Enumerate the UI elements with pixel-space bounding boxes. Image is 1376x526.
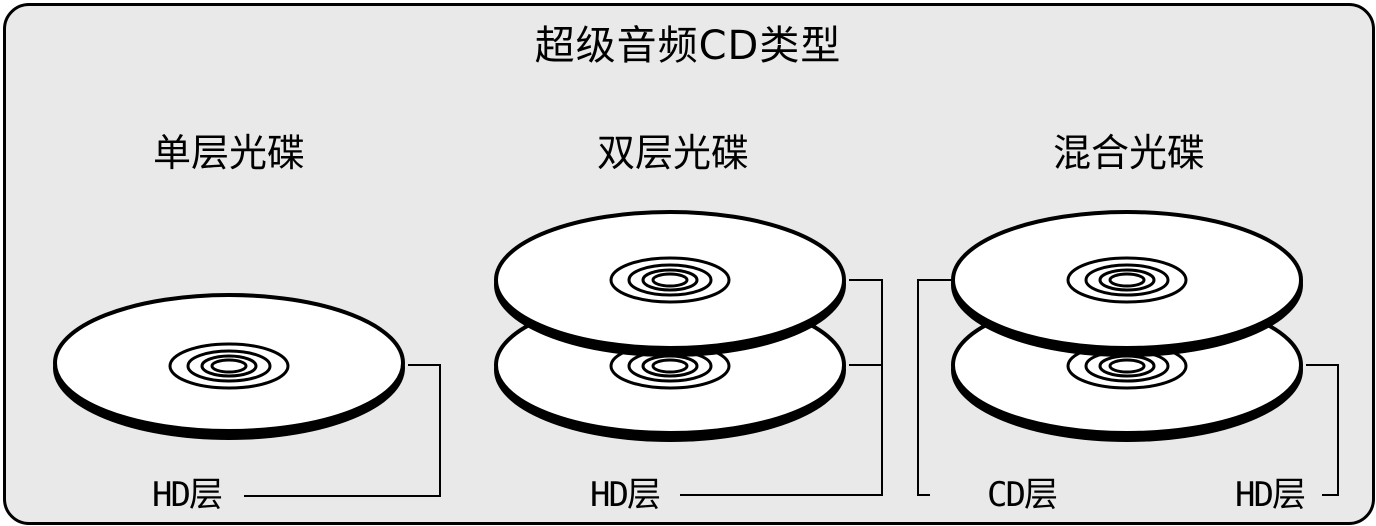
hybrid-hd-leader-line: [1306, 364, 1339, 496]
hybrid-hd-layer-label: HD层: [1235, 475, 1306, 515]
dual-layer-disc-icon: [494, 210, 846, 442]
hybrid-cd-layer-label: CD层: [987, 475, 1058, 515]
heading-dual-layer: 双层光碟: [596, 131, 749, 175]
diagram-title: 超级音频CD类型: [534, 23, 842, 69]
hybrid-cd-leader-line: [917, 279, 951, 496]
dual-hd-leader-line: [680, 279, 883, 496]
single-hd-layer-label: HD层: [152, 475, 223, 515]
heading-single-layer: 单层光碟: [152, 131, 305, 175]
hybrid-disc-icon: [951, 210, 1303, 442]
single-hd-leader-line: [244, 364, 441, 497]
dual-hd-layer-label: HD层: [590, 475, 661, 515]
heading-hybrid: 混合光碟: [1052, 131, 1205, 175]
single-layer-disc-icon: [53, 293, 405, 440]
